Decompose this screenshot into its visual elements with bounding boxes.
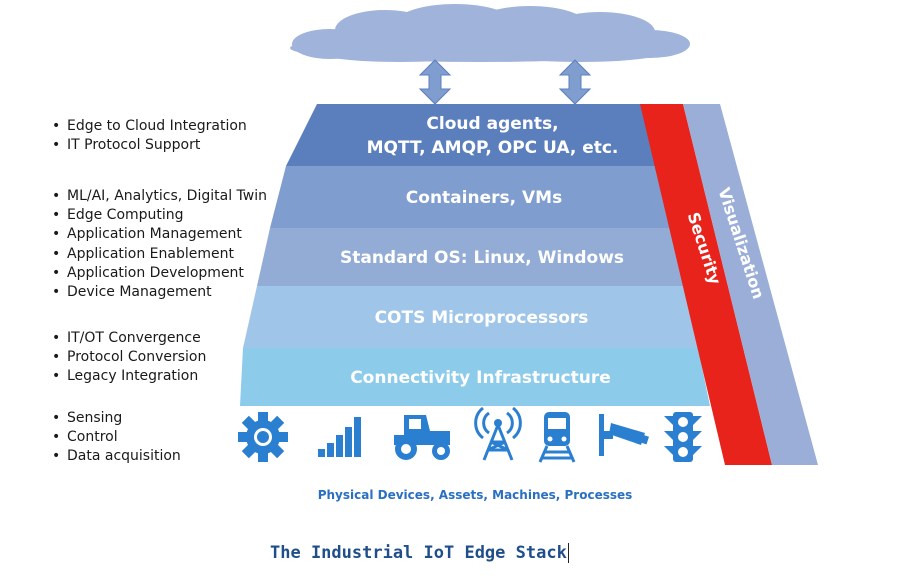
stack-layer-label: Standard OS: Linux, Windows: [340, 248, 624, 268]
stack-layer-label: COTS Microprocessors: [375, 308, 589, 328]
bullet-item: Edge Computing: [52, 206, 267, 225]
tractor-icon: [394, 415, 450, 460]
stack-layer-label: MQTT, AMQP, OPC UA, etc.: [367, 138, 619, 158]
bullet-item: Device Management: [52, 283, 267, 302]
security-band: [640, 104, 772, 465]
stack-layers: Cloud agents, MQTT, AMQP, OPC UA, etc. Con…: [240, 104, 710, 406]
bullet-item: Data acquisition: [52, 447, 181, 466]
traffic-light-icon: [664, 412, 702, 462]
stack-layer-label: Containers, VMs: [406, 188, 562, 208]
bullet-group-convergence: IT/OT ConvergenceProtocol ConversionLega…: [52, 329, 206, 387]
stack-layer: [286, 104, 672, 166]
bullet-item: IT Protocol Support: [52, 136, 247, 155]
bullet-item: ML/AI, Analytics, Digital Twin: [52, 187, 267, 206]
security-camera-icon: [599, 414, 649, 456]
cloud-shape: [290, 4, 690, 62]
signal-bars-icon: [318, 417, 361, 457]
bullet-group-sensing: SensingControlData acquisition: [52, 409, 181, 467]
bullet-group-edge: ML/AI, Analytics, Digital TwinEdge Compu…: [52, 187, 267, 302]
bullet-item: IT/OT Convergence: [52, 329, 206, 348]
stack-layer: [270, 166, 674, 228]
cloud-lobe: [310, 38, 490, 62]
bullet-item: Control: [52, 428, 181, 447]
gear-icon: [238, 412, 288, 462]
stack-layer: [243, 286, 698, 348]
cloud-lobe: [490, 38, 670, 62]
double-arrow-icon: [558, 59, 592, 105]
bullet-group-cloud: Edge to Cloud IntegrationIT Protocol Sup…: [52, 117, 247, 155]
double-arrow-icon: [418, 59, 452, 105]
stack-layer-label: Cloud agents,: [426, 114, 558, 134]
stack-layer-label: Connectivity Infrastructure: [350, 368, 611, 388]
bullet-item: Application Development: [52, 264, 267, 283]
device-icons: [238, 406, 702, 463]
cloud-arrows: [418, 59, 592, 105]
bullet-item: Application Management: [52, 225, 267, 244]
bullet-item: Edge to Cloud Integration: [52, 117, 247, 136]
bullet-item: Application Enablement: [52, 245, 267, 264]
train-icon: [538, 412, 576, 463]
stack-layer: [257, 228, 686, 286]
physical-devices-caption: Physical Devices, Assets, Machines, Proc…: [317, 488, 633, 502]
visualization-band: [683, 104, 818, 465]
bullet-item: Sensing: [52, 409, 181, 428]
radio-tower-icon: [474, 406, 522, 461]
diagram-title: The Industrial IoT Edge Stack: [270, 543, 569, 563]
stack-layer: [240, 348, 710, 406]
bullet-item: Legacy Integration: [52, 367, 206, 386]
bullet-item: Protocol Conversion: [52, 348, 206, 367]
